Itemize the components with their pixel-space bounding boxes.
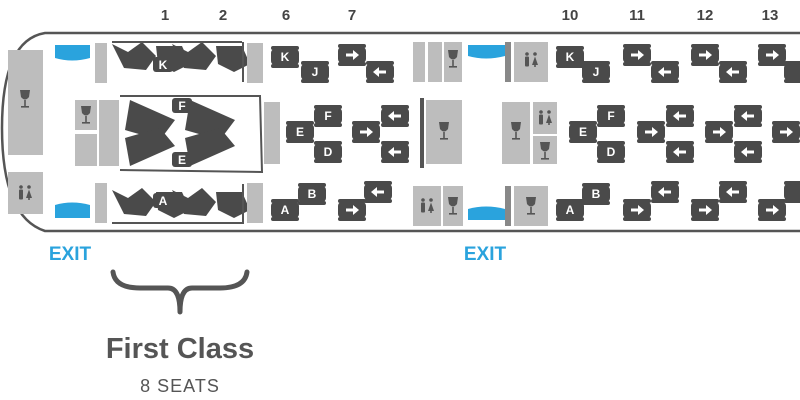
row-number-13: 13 xyxy=(762,7,779,24)
seat-1e-label: E xyxy=(178,153,186,167)
seat-6a-label: A xyxy=(281,203,290,217)
row-number-1: 1 xyxy=(161,7,169,24)
seat-14b xyxy=(784,181,800,203)
seat-14j xyxy=(784,61,800,83)
mid-galley-top xyxy=(413,42,462,82)
seat-11b-label: B xyxy=(592,187,601,201)
seat-8a xyxy=(338,199,366,221)
seat-7b-label: B xyxy=(308,187,317,201)
cabin-seat-count: 8 SEATS xyxy=(140,376,220,396)
seat-11d-label: D xyxy=(607,145,616,159)
nose-lavatory xyxy=(8,172,43,214)
brace-icon xyxy=(110,269,250,315)
first-class-suites-a xyxy=(112,184,250,224)
seat-8d xyxy=(381,141,409,163)
row-number-11: 11 xyxy=(629,7,645,24)
seat-13j xyxy=(719,61,747,83)
first-class-suites-fe xyxy=(119,95,264,174)
seat-13d xyxy=(734,141,762,163)
seat-14a xyxy=(758,199,786,221)
seat-13f xyxy=(734,105,762,127)
row-number-10: 10 xyxy=(562,7,579,24)
exit-label-mid: EXIT xyxy=(464,244,507,265)
bulkhead xyxy=(247,43,263,83)
seat-1f-tag xyxy=(172,98,192,113)
seat-12k xyxy=(623,44,651,66)
row-number-12: 12 xyxy=(697,7,714,24)
front-exit-doors xyxy=(55,45,90,218)
bulkhead xyxy=(247,183,263,223)
aft-galley-center xyxy=(502,102,557,164)
cabin-name: First Class xyxy=(105,333,255,365)
seat-13k xyxy=(691,44,719,66)
aft-galley-top xyxy=(505,42,548,82)
seat-8j xyxy=(366,61,394,83)
seat-12d xyxy=(666,141,694,163)
seat-8b xyxy=(364,181,392,203)
business-cabin-aft: K J E F D A B xyxy=(556,44,800,221)
seat-1k-label: K xyxy=(159,58,168,72)
seat-1k-tag xyxy=(153,57,173,72)
exit-label-front: EXIT xyxy=(49,244,92,265)
seat-1f-label: F xyxy=(178,99,185,113)
seat-7d-label: D xyxy=(324,145,333,159)
mid-galley-center xyxy=(420,98,462,168)
mid-exit-doors xyxy=(468,45,505,220)
seat-8e xyxy=(352,121,380,143)
seat-14e xyxy=(772,121,800,143)
seat-12b xyxy=(651,181,679,203)
seat-11f-label: F xyxy=(607,109,614,123)
seat-13e xyxy=(705,121,733,143)
bulkhead xyxy=(95,43,107,83)
seat-12a xyxy=(623,199,651,221)
seat-12e xyxy=(637,121,665,143)
seat-1a-label: A xyxy=(159,194,168,208)
seat-14k xyxy=(758,44,786,66)
seat-1e-tag xyxy=(172,152,192,167)
seat-13b xyxy=(719,181,747,203)
seat-8k xyxy=(338,44,366,66)
seat-13a xyxy=(691,199,719,221)
first-class-cabin: K F E A xyxy=(112,41,264,224)
seat-7j-label: J xyxy=(312,65,319,79)
seat-11j-label: J xyxy=(593,65,600,79)
row-number-2: 2 xyxy=(219,7,227,24)
seat-7f-label: F xyxy=(324,109,331,123)
nose-galley xyxy=(8,50,43,155)
first-class-suites-k xyxy=(112,41,250,82)
seat-10a-label: A xyxy=(566,203,575,217)
mid-lavatories-bottom xyxy=(413,186,463,226)
seat-6e-label: E xyxy=(296,125,304,139)
seat-12f xyxy=(666,105,694,127)
seat-8f xyxy=(381,105,409,127)
front-center-galley xyxy=(75,100,119,166)
row-number-6: 6 xyxy=(282,7,290,24)
aft-galley-bottom xyxy=(505,186,548,226)
seat-10e-label: E xyxy=(579,125,587,139)
bulkhead xyxy=(95,183,107,223)
business-cabin-forward: K J E F D A B xyxy=(271,44,409,221)
seat-6k-label: K xyxy=(281,50,290,64)
seat-12j xyxy=(651,61,679,83)
seat-1a-tag xyxy=(153,193,173,208)
row-number-7: 7 xyxy=(348,7,356,24)
seat-10k-label: K xyxy=(566,50,575,64)
bulkhead xyxy=(264,102,280,164)
